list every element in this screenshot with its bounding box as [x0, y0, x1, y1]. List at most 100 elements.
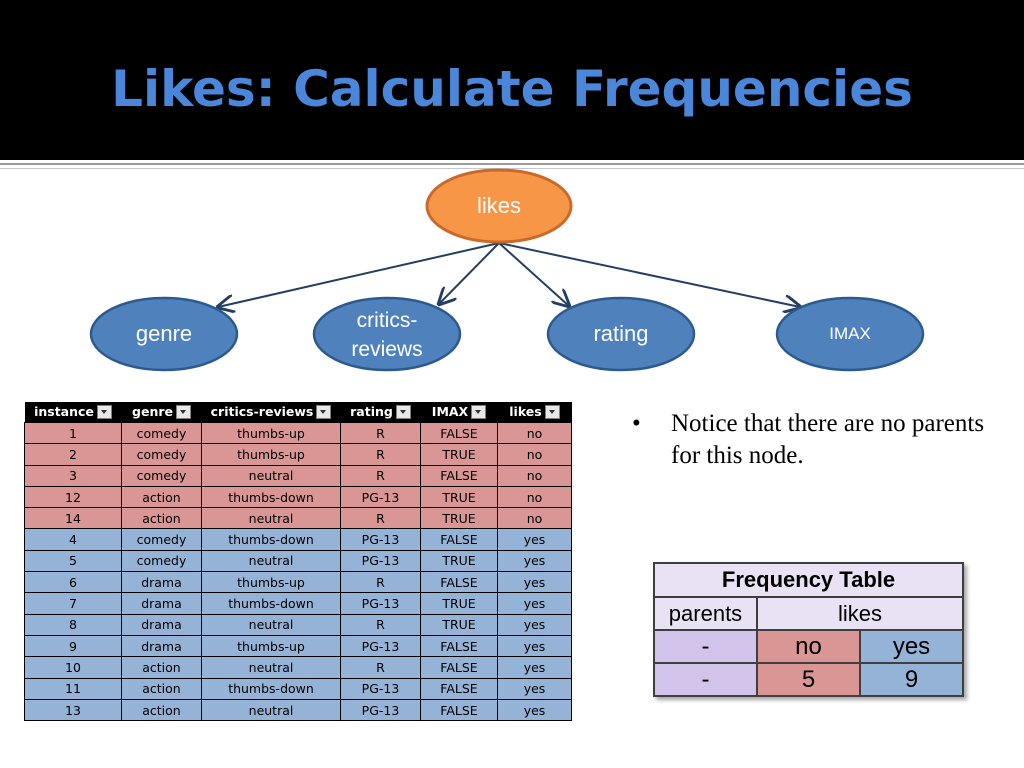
frequency-table-title: Frequency Table — [652, 562, 965, 598]
table-cell-IMAX: FALSE — [420, 634, 498, 658]
table-cell-IMAX: TRUE — [420, 592, 498, 615]
critics-line-1: critics- — [356, 309, 418, 332]
table-cell-likes: no — [497, 507, 572, 530]
node-imax-label: IMAX — [829, 324, 871, 343]
table-cell-rating: PG-13 — [340, 485, 421, 509]
table-cell-critics-reviews: neutral — [201, 464, 341, 487]
diagram-edges — [218, 242, 800, 307]
column-header[interactable]: critics-reviews — [201, 402, 341, 423]
node-rating — [546, 296, 696, 372]
table-cell-genre: comedy — [121, 549, 202, 573]
table-cell-genre: action — [121, 507, 202, 530]
node-critics-reviews — [312, 296, 462, 372]
table-cell-critics-reviews: thumbs-up — [201, 421, 341, 445]
table-cell-instance: 3 — [24, 464, 122, 487]
table-cell-rating: R — [340, 507, 421, 530]
bullet-text: Notice that there are no parents for thi… — [671, 410, 985, 469]
frequency-count-row: - 5 9 — [653, 662, 965, 697]
table-cell-rating: PG-13 — [340, 634, 421, 658]
table-cell-critics-reviews: thumbs-up — [201, 571, 341, 594]
table-cell-genre: drama — [121, 571, 202, 594]
table-cell-instance: 11 — [24, 677, 122, 700]
title-bar — [0, 0, 1024, 160]
table-cell-instance: 2 — [24, 443, 122, 466]
table-cell-IMAX: TRUE — [420, 485, 498, 509]
table-cell-rating: PG-13 — [340, 698, 421, 722]
edge-likes-critics-reviews — [439, 242, 500, 304]
filter-dropdown-icon[interactable] — [175, 404, 191, 419]
table-cell-likes: no — [497, 464, 572, 487]
table-cell-IMAX: TRUE — [420, 549, 498, 573]
table-cell-genre: action — [121, 485, 202, 509]
table-cell-genre: comedy — [121, 443, 202, 466]
node-likes — [425, 168, 573, 244]
table-cell-instance: 9 — [24, 634, 122, 658]
table-cell-genre: action — [121, 698, 202, 722]
table-cell-instance: 10 — [24, 656, 122, 679]
table-cell-rating: R — [340, 443, 421, 466]
table-header-row: instance genre critics-reviews rating IM… — [24, 402, 572, 423]
table-cell-instance: 12 — [24, 485, 122, 509]
table-cell-critics-reviews: neutral — [201, 549, 341, 573]
table-cell-genre: drama — [121, 613, 202, 636]
filter-dropdown-icon[interactable] — [471, 404, 487, 419]
edge-likes-rating — [498, 242, 569, 306]
table-cell-IMAX: FALSE — [420, 421, 498, 445]
divider-line-thin — [0, 168, 1024, 169]
table-cell-rating: PG-13 — [340, 528, 421, 551]
frequency-value-row: - no yes — [653, 629, 965, 664]
table-cell-critics-reviews: neutral — [201, 507, 341, 530]
table-cell-genre: comedy — [121, 528, 202, 551]
table-cell-likes: yes — [497, 677, 572, 700]
table-cell-instance: 13 — [24, 698, 122, 722]
table-cell-likes: yes — [497, 549, 572, 573]
divider-line — [0, 163, 1024, 165]
table-cell-rating: R — [340, 656, 421, 679]
table-cell-critics-reviews: thumbs-down — [201, 592, 341, 615]
filter-dropdown-icon[interactable] — [395, 404, 411, 419]
table-cell-likes: yes — [497, 698, 572, 722]
sort-filter-icon[interactable] — [544, 404, 560, 419]
column-header[interactable]: IMAX — [420, 402, 498, 423]
table-cell-rating: PG-13 — [340, 677, 421, 700]
table-cell-likes: yes — [497, 592, 572, 615]
bullet-icon: • — [632, 410, 641, 437]
table-cell-likes: yes — [497, 613, 572, 636]
likes-header: likes — [755, 596, 965, 631]
table-cell-rating: PG-13 — [340, 592, 421, 615]
critics-line-2: reviews — [351, 338, 423, 361]
parent-value-cell: - — [653, 629, 758, 664]
table-cell-critics-reviews: thumbs-down — [201, 485, 341, 509]
column-header[interactable]: genre — [121, 402, 202, 423]
table-cell-IMAX: FALSE — [420, 677, 498, 700]
table-cell-genre: action — [121, 677, 202, 700]
table-cell-instance: 5 — [24, 549, 122, 573]
column-header[interactable]: instance — [24, 402, 122, 423]
table-cell-critics-reviews: neutral — [201, 613, 341, 636]
column-header[interactable]: rating — [340, 402, 421, 423]
frequency-table: Frequency Table parents likes - no yes -… — [652, 562, 965, 697]
filter-dropdown-icon[interactable] — [96, 404, 112, 419]
instances-table: instance genre critics-reviews rating IM… — [24, 402, 572, 722]
table-cell-critics-reviews: neutral — [201, 656, 341, 679]
frequency-title-row: Frequency Table — [652, 562, 965, 598]
filter-dropdown-icon[interactable] — [316, 404, 332, 419]
table-cell-likes: no — [497, 485, 572, 509]
column-header[interactable]: likes — [497, 402, 572, 423]
node-genre — [89, 296, 239, 372]
table-cell-instance: 4 — [24, 528, 122, 551]
parents-header: parents — [653, 596, 758, 631]
table-cell-rating: R — [340, 571, 421, 594]
table-cell-rating: R — [340, 613, 421, 636]
table-cell-likes: no — [497, 421, 572, 445]
table-cell-likes: yes — [497, 634, 572, 658]
